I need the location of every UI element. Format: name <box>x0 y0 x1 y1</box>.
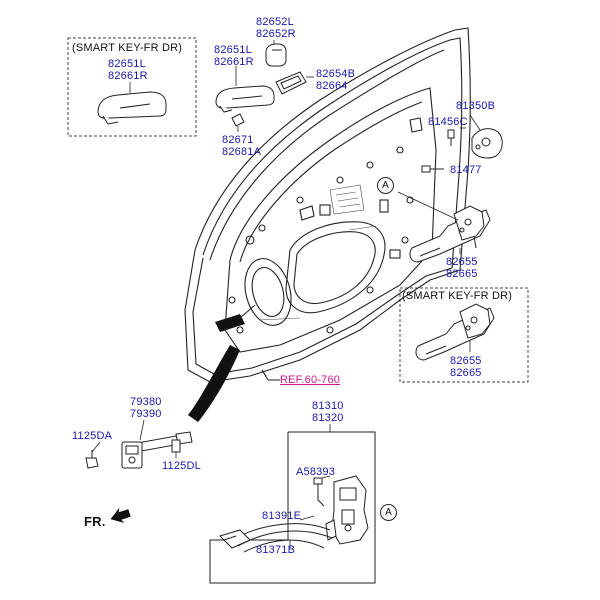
smart-key-box-right <box>399 287 529 383</box>
part-82665-b[interactable]: 82665 <box>450 367 482 379</box>
cylinder-cover <box>471 128 503 159</box>
part-79380[interactable]: 79380 <box>130 396 162 408</box>
part-82661R-mid[interactable]: 82661R <box>214 56 254 68</box>
ref-link[interactable]: REF.60-760 <box>280 374 341 386</box>
checker-bolt-2 <box>171 439 181 453</box>
part-82651L-mid[interactable]: 82651L <box>214 44 252 56</box>
front-direction-label: FR. <box>84 514 106 529</box>
part-A58393[interactable]: A58393 <box>296 466 336 478</box>
inside-handle <box>219 529 251 549</box>
smart-key-box-top <box>67 37 197 137</box>
door-frame <box>184 27 471 383</box>
outside-handle-frame-smart <box>415 303 495 361</box>
part-82665-a[interactable]: 82665 <box>446 268 478 280</box>
small-gasket <box>231 113 245 127</box>
part-82655-b[interactable]: 82655 <box>450 355 482 367</box>
smart-key-label-right: (SMART KEY-FR DR) <box>402 290 513 302</box>
part-79390[interactable]: 79390 <box>130 408 162 420</box>
gasket <box>275 71 307 95</box>
smart-key-label-top: (SMART KEY-FR DR) <box>72 42 183 54</box>
part-82654B[interactable]: 82654B <box>316 68 356 80</box>
part-81391E[interactable]: 81391E <box>262 510 302 522</box>
part-82671[interactable]: 82671 <box>222 134 254 146</box>
part-1125DA[interactable]: 1125DA <box>72 430 113 442</box>
panel-detail <box>259 184 377 321</box>
screw <box>447 129 455 146</box>
part-82664[interactable]: 82664 <box>316 80 348 92</box>
part-81371B[interactable]: 81371B <box>256 544 296 556</box>
checker-bolt <box>85 450 99 469</box>
latch-rod <box>313 477 325 507</box>
part-82651L-top[interactable]: 82651L <box>108 58 146 70</box>
part-81320[interactable]: 81320 <box>312 412 344 424</box>
door-seal <box>188 314 245 422</box>
part-82652R[interactable]: 82652R <box>256 28 296 40</box>
part-81456C[interactable]: 81456C <box>428 116 468 128</box>
callout-a-bottom: A <box>380 504 397 521</box>
part-1125DL[interactable]: 1125DL <box>162 460 201 472</box>
handle-smart-top <box>97 91 167 125</box>
ref-arrow <box>261 369 280 381</box>
door-latch <box>325 475 369 545</box>
part-82655-a[interactable]: 82655 <box>446 256 478 268</box>
part-82652L[interactable]: 82652L <box>256 16 294 28</box>
handle-cap <box>265 43 287 67</box>
part-81310[interactable]: 81310 <box>312 400 344 412</box>
part-81477[interactable]: 81477 <box>450 164 482 176</box>
fr-arrow <box>110 507 131 523</box>
part-81350B[interactable]: 81350B <box>456 100 496 112</box>
bolt <box>421 165 444 173</box>
part-82661R-top[interactable]: 82661R <box>108 70 148 82</box>
outside-handle-frame <box>409 205 491 263</box>
callout-a-top: A <box>377 177 394 194</box>
handle-mid <box>215 85 275 113</box>
part-82681A[interactable]: 82681A <box>222 146 262 158</box>
